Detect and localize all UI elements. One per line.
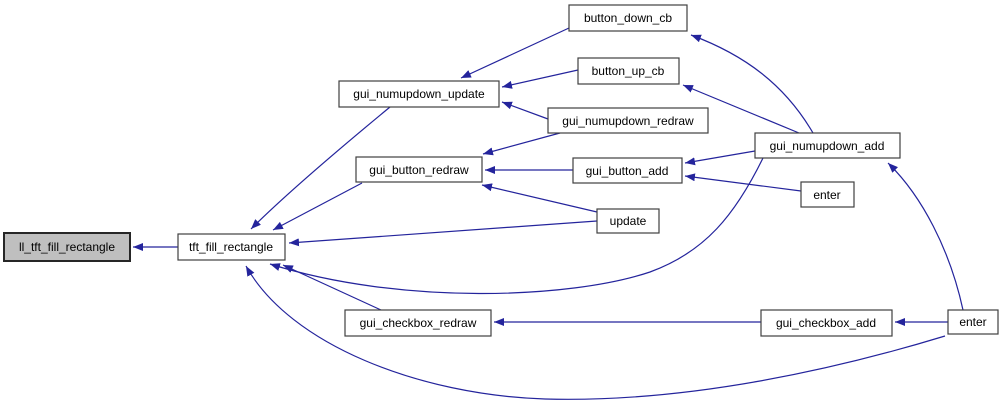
node-label: gui_button_redraw <box>369 163 469 177</box>
edge-button_down_cb-gui_numupdown_update <box>460 27 570 79</box>
node-label: gui_button_add <box>586 164 669 178</box>
edge-gui_numupdown_update-tft_fill_rectangle <box>250 106 391 230</box>
node-label: button_down_cb <box>584 11 672 25</box>
node-label: ll_tft_fill_rectangle <box>19 240 115 254</box>
node-box <box>568 4 688 32</box>
edge-gui_numupdown_add-tft_fill_rectangle <box>269 157 764 295</box>
node-box <box>754 132 901 159</box>
node-box <box>177 233 286 261</box>
node-button_down_cb[interactable]: button_down_cb <box>568 4 688 32</box>
edge-gui_button_redraw-tft_fill_rectangle <box>272 182 363 231</box>
node-gui_numupdown_redraw[interactable]: gui_numupdown_redraw <box>547 107 709 134</box>
node-enter-checkbox[interactable]: enter <box>947 309 999 335</box>
edge-gui_numupdown_redraw-gui_button_redraw <box>482 132 561 156</box>
node-box <box>800 181 855 208</box>
edge-button_up_cb-gui_numupdown_update <box>501 69 579 89</box>
edge-gui_numupdown_add-gui_button_add <box>684 150 756 166</box>
node-label: gui_numupdown_add <box>770 139 885 153</box>
edge-enter_2-tft_fill_rectangle <box>245 265 946 400</box>
edge-enter_2-gui_numupdown_add <box>887 162 964 311</box>
node-label: enter <box>813 188 840 202</box>
node-box <box>338 80 500 108</box>
node-box <box>596 208 660 234</box>
node-label: enter <box>959 315 986 329</box>
edge-enter_1-gui_button_add <box>684 173 802 192</box>
node-box <box>3 232 131 262</box>
node-box <box>760 309 893 337</box>
node-box <box>572 157 683 184</box>
node-box <box>947 309 999 335</box>
edge-gui_numupdown_add-button_down_cb <box>690 34 814 134</box>
node-update[interactable]: update <box>596 208 660 234</box>
node-label: update <box>610 214 647 228</box>
node-label: gui_checkbox_redraw <box>360 316 477 330</box>
node-label: tft_fill_rectangle <box>189 240 273 254</box>
node-box <box>355 156 483 183</box>
node-label: gui_numupdown_redraw <box>562 114 694 128</box>
node-ll_tft_fill_rectangle: ll_tft_fill_rectangle <box>3 232 131 262</box>
node-enter-numupdown[interactable]: enter <box>800 181 855 208</box>
node-box <box>344 309 492 337</box>
node-button_up_cb[interactable]: button_up_cb <box>577 57 680 85</box>
edge-gui_numupdown_redraw-gui_numupdown_update <box>501 101 549 120</box>
node-box <box>547 107 709 134</box>
node-tft_fill_rectangle[interactable]: tft_fill_rectangle <box>177 233 286 261</box>
node-label: gui_checkbox_add <box>776 316 876 330</box>
edge-update-gui_button_redraw <box>481 183 598 213</box>
node-gui_button_add[interactable]: gui_button_add <box>572 157 683 184</box>
node-gui_button_redraw[interactable]: gui_button_redraw <box>355 156 483 183</box>
node-gui_numupdown_update[interactable]: gui_numupdown_update <box>338 80 500 108</box>
node-label: button_up_cb <box>592 64 665 78</box>
node-gui_numupdown_add[interactable]: gui_numupdown_add <box>754 132 901 159</box>
node-gui_checkbox_add[interactable]: gui_checkbox_add <box>760 309 893 337</box>
edge-update-tft_fill_rectangle <box>288 220 598 247</box>
node-label: gui_numupdown_update <box>353 87 485 101</box>
edge-gui_numupdown_add-button_up_cb <box>682 84 800 134</box>
node-box <box>577 57 680 85</box>
node-gui_checkbox_redraw[interactable]: gui_checkbox_redraw <box>344 309 492 337</box>
